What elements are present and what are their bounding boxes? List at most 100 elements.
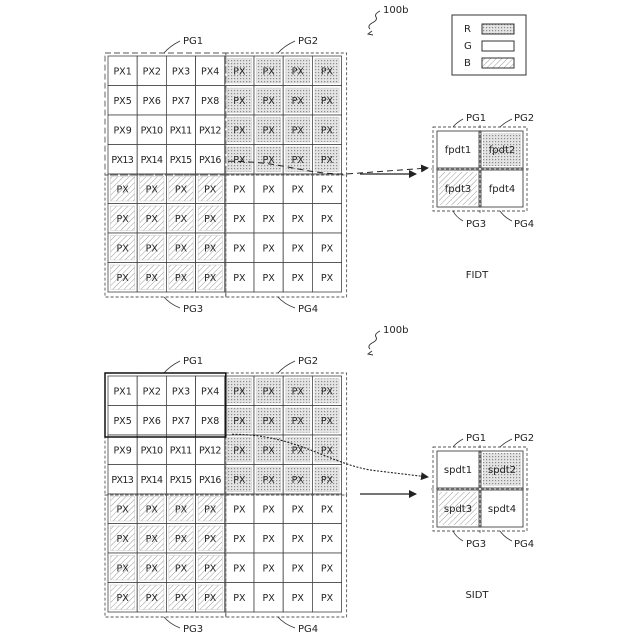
pixel-label: PX (233, 66, 246, 77)
pixel-label: PX2 (143, 386, 161, 397)
pixel-label: PX (204, 504, 217, 515)
pixel-cell: PX (225, 233, 254, 263)
pixel-cell: PX (283, 56, 312, 86)
pixel-label: PX (292, 214, 305, 225)
pixel-cell: PX5 (108, 86, 137, 116)
pixel-label: PX (233, 593, 246, 604)
pixel-cell: PX3 (166, 376, 195, 406)
small-label-pg1: PG1 (466, 113, 486, 124)
pixel-label: PX (233, 125, 246, 136)
pixel-cell: PX (312, 204, 341, 234)
small-cell-label: fpdt4 (489, 184, 516, 195)
pixel-cell: PX (254, 233, 283, 263)
pixel-cell: PX (137, 204, 166, 234)
pixel-cell: PX16 (196, 465, 225, 495)
pixel-cell: PX (225, 435, 254, 465)
pixel-label: PX (321, 243, 334, 254)
pixel-label: PX (292, 155, 305, 166)
pixel-cell: PX (254, 406, 283, 436)
compressed-group-grid: spdt1spdt2spdt3spdt4 (431, 445, 529, 533)
pixel-cell: PX (225, 115, 254, 145)
pixel-cell: PX (283, 583, 312, 613)
pixel-cell: PX (283, 524, 312, 554)
pixel-label: PX (146, 243, 159, 254)
pixel-label: PX (262, 386, 275, 397)
pixel-cell: PX (108, 233, 137, 263)
pixel-cell: PX6 (137, 86, 166, 116)
pixel-cell: PX (225, 86, 254, 116)
pixel-label: PX (175, 563, 188, 574)
pixel-label: PX (146, 593, 159, 604)
small-cell-label: spdt2 (488, 465, 516, 476)
group-label-pg3: PG3 (183, 624, 203, 635)
pixel-label: PX (204, 273, 217, 284)
pixel-label: PX (262, 504, 275, 515)
pixel-cell: PX (254, 204, 283, 234)
pixel-cell: PX2 (137, 56, 166, 86)
ref-100b: 100b (383, 5, 408, 16)
pixel-cell: PX (254, 174, 283, 204)
pixel-label: PX (292, 504, 305, 515)
pixel-cell: PX (254, 145, 283, 175)
pixel-cell: PX (283, 86, 312, 116)
pixel-label: PX (204, 184, 217, 195)
pixel-label: PX8 (201, 96, 219, 107)
pixel-cell: PX (166, 583, 195, 613)
pixel-label: PX (116, 184, 129, 195)
pixel-label: PX7 (172, 96, 190, 107)
pixel-cell: PX (196, 583, 225, 613)
pixel-label: PX (262, 214, 275, 225)
pixel-label: PX3 (172, 66, 190, 77)
pixel-cell: PX (312, 494, 341, 524)
pixel-label: PX (292, 184, 305, 195)
pixel-cell: PX (225, 56, 254, 86)
pixel-label: PX (233, 273, 246, 284)
pixel-label: PX10 (141, 445, 163, 456)
pixel-cell: PX (166, 233, 195, 263)
pixel-label: PX (292, 96, 305, 107)
pixel-label: PX (146, 534, 159, 545)
pixel-label: PX (233, 504, 246, 515)
pixel-cell: PX15 (166, 145, 195, 175)
pixel-label: PX6 (143, 96, 161, 107)
pixel-cell: PX (137, 494, 166, 524)
pixel-cell: PX (283, 553, 312, 583)
pixel-label: PX (116, 214, 129, 225)
pixel-cell: PX8 (196, 406, 225, 436)
figure-caption: FIDT (466, 270, 489, 281)
pixel-label: PX8 (201, 416, 219, 427)
group-label-pg2: PG2 (298, 36, 318, 47)
pixel-cell: PX5 (108, 406, 137, 436)
pixel-label: PX (292, 125, 305, 136)
pixel-cell: PX (312, 233, 341, 263)
pixel-label: PX (233, 243, 246, 254)
pixel-cell: PX (312, 553, 341, 583)
pixel-cell: PX (254, 494, 283, 524)
pixel-cell: PX (254, 376, 283, 406)
pixel-label: PX (292, 563, 305, 574)
pixel-cell: PX (283, 233, 312, 263)
pixel-cell: PX (312, 145, 341, 175)
pixel-cell: PX (225, 465, 254, 495)
pixel-cell: PX (283, 465, 312, 495)
pixel-cell: PX10 (137, 435, 166, 465)
pixel-label: PX (233, 214, 246, 225)
pixel-cell: PX (312, 583, 341, 613)
small-label-pg2: PG2 (514, 433, 534, 444)
pixel-label: PX (146, 563, 159, 574)
pixel-label: PX (175, 184, 188, 195)
small-label-pg3: PG3 (466, 219, 486, 230)
pixel-label: PX (321, 125, 334, 136)
pixel-cell: PX14 (137, 465, 166, 495)
pixel-label: PX (262, 475, 275, 486)
pixel-cell: PX (196, 174, 225, 204)
pixel-cell: PX7 (166, 86, 195, 116)
group-label-pg1: PG1 (183, 356, 203, 367)
pixel-label: PX (146, 273, 159, 284)
pixel-cell: PX (225, 204, 254, 234)
pixel-cell: PX (196, 553, 225, 583)
compressed-group-grid: fpdt1fpdt2fpdt3fpdt4 (431, 125, 529, 213)
pixel-label: PX (233, 534, 246, 545)
pixel-cell: PX (196, 494, 225, 524)
pixel-cell: PX (137, 263, 166, 293)
